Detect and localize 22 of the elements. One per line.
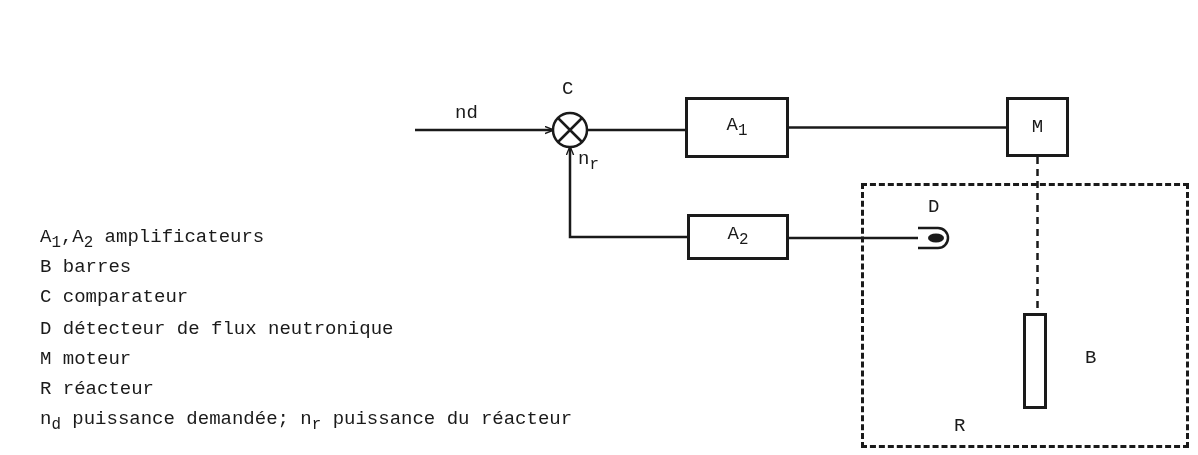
- block-label: A$_{1}$: [726, 115, 748, 140]
- block-label: M: [1031, 117, 1044, 137]
- key-entry: B barres: [40, 258, 132, 277]
- detector-label: D: [928, 198, 940, 217]
- region-label: R: [954, 417, 966, 436]
- key-entry: R réacteur: [40, 380, 155, 399]
- key-entry: C comparateur: [40, 288, 189, 307]
- block-box: [685, 97, 789, 158]
- block-box: [687, 214, 789, 260]
- connector-line: [789, 236, 918, 240]
- key-entry: M moteur: [40, 350, 132, 369]
- arrow: [565, 145, 687, 239]
- block-label: A$_{2}$: [727, 225, 749, 249]
- key-entry: A$_{1}$,A$_{2}$ amplificateurs: [40, 228, 265, 252]
- key-entry: D détecteur de flux neutronique: [40, 320, 394, 339]
- connector-line: [789, 126, 1006, 129]
- block-box: [1006, 97, 1069, 157]
- rod-label: B: [1085, 349, 1097, 368]
- reactor-boundary: [861, 183, 1189, 448]
- key-entry: n$_{d}$ puissance demandée; n$_{r}$ puissance du réacteur: [40, 410, 573, 434]
- connector-line: [587, 128, 685, 132]
- junction-label: C: [562, 80, 574, 99]
